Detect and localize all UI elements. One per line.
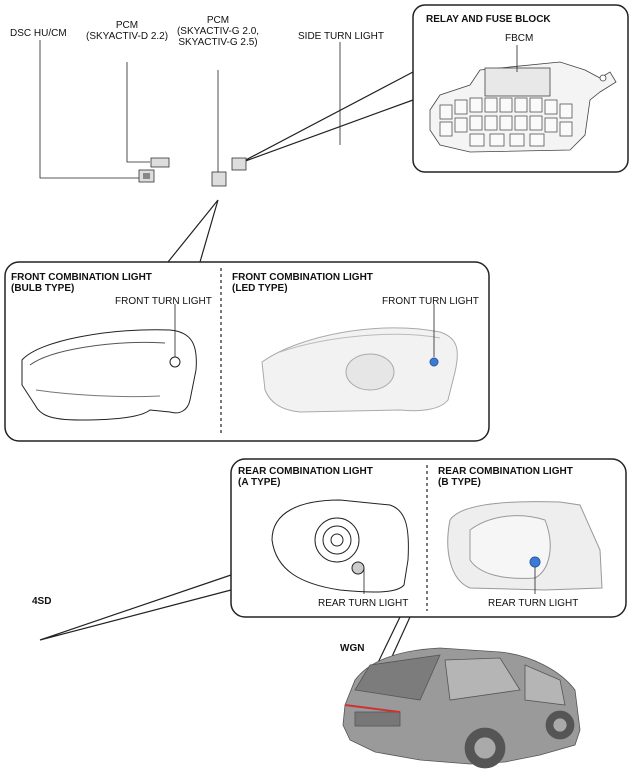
rear-a-title-line2: (A TYPE) [238, 477, 281, 488]
rear-a-title-line1: REAR COMBINATION LIGHT [238, 466, 373, 477]
rear-b-title-line1: REAR COMBINATION LIGHT [438, 466, 573, 477]
wgn-label: WGN [340, 643, 365, 654]
front-bulb-title-line1: FRONT COMBINATION LIGHT [11, 272, 152, 283]
pcm-gasoline-connector-icon [211, 171, 227, 187]
pcm-gasoline-label: PCM (SKYACTIV-G 2.0, SKYACTIV-G 2.5) [170, 15, 266, 48]
rear-light-b-type-illustration [447, 501, 603, 591]
dsc-hu-cm-label: DSC HU/CM [10, 28, 67, 39]
front-led-title-line2: (LED TYPE) [232, 283, 288, 294]
front-turn-light-label-led: FRONT TURN LIGHT [382, 296, 479, 307]
relay-fuse-block-panel [412, 4, 629, 173]
front-turn-light-label-bulb: FRONT TURN LIGHT [115, 296, 212, 307]
4sd-label: 4SD [32, 596, 52, 607]
front-led-title: FRONT COMBINATION LIGHT (LED TYPE) [232, 272, 373, 294]
rear-turn-light-label-a: REAR TURN LIGHT [318, 598, 409, 609]
pcm-diesel-label-line1: PCM [115, 20, 139, 31]
pcm-gasoline-label-line2: (SKYACTIV-G 2.0, [176, 26, 260, 37]
rear-a-title: REAR COMBINATION LIGHT (A TYPE) [238, 466, 373, 488]
rear-light-a-type-illustration [271, 499, 409, 593]
dsc-connector-icon [138, 169, 155, 183]
rear-b-title: REAR COMBINATION LIGHT (B TYPE) [438, 466, 573, 488]
side-turn-light-label: SIDE TURN LIGHT [298, 31, 384, 42]
leader-lines-top [39, 40, 341, 179]
side-turn-connector-icon [231, 157, 247, 171]
front-headlight-bulb-illustration [21, 329, 197, 421]
fbcm-label: FBCM [505, 33, 534, 44]
rear-turn-light-label-b: REAR TURN LIGHT [488, 598, 579, 609]
relay-fuse-block-title: RELAY AND FUSE BLOCK [426, 14, 551, 25]
front-led-title-line1: FRONT COMBINATION LIGHT [232, 272, 373, 283]
rear-b-title-line2: (B TYPE) [438, 477, 481, 488]
pcm-gasoline-label-line3: SKYACTIV-G 2.5) [178, 37, 258, 48]
fuse-block-illustration [429, 61, 617, 153]
wagon-car-illustration [342, 647, 581, 769]
pcm-diesel-label-line2: (SKYACTIV-D 2.2) [86, 31, 169, 42]
front-bulb-title: FRONT COMBINATION LIGHT (BULB TYPE) [11, 272, 152, 294]
pcm-diesel-label: PCM (SKYACTIV-D 2.2) [86, 20, 168, 42]
pcm-gasoline-label-line1: PCM [206, 15, 230, 26]
front-bulb-title-line2: (BULB TYPE) [11, 283, 75, 294]
pcm-diesel-connector-icon [150, 157, 170, 168]
front-headlight-led-illustration [261, 327, 458, 413]
